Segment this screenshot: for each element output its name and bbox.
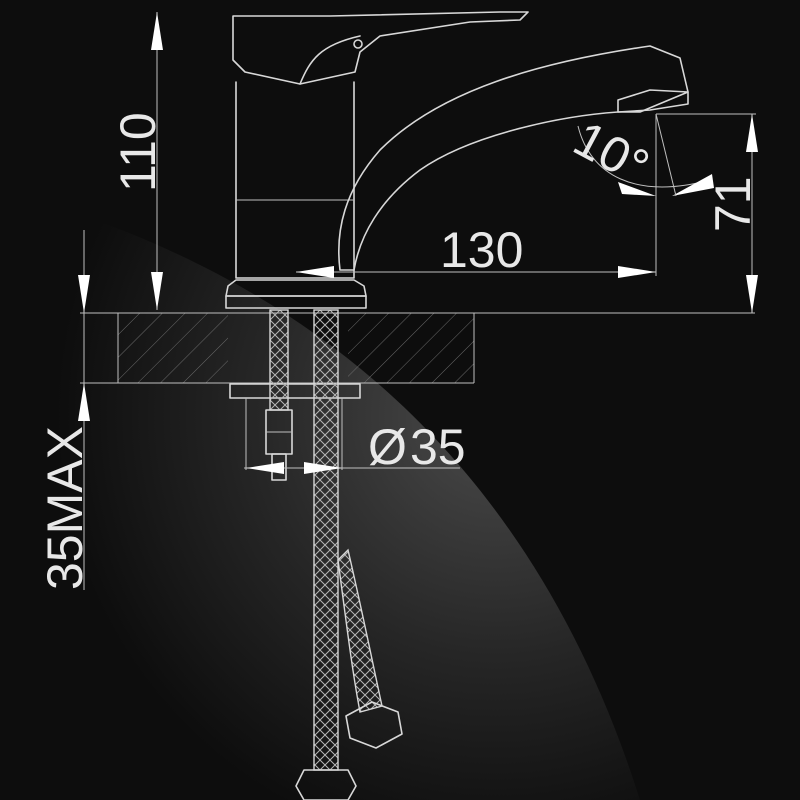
mounting-plate bbox=[229, 383, 361, 399]
angle-ray bbox=[655, 113, 677, 197]
aerator bbox=[617, 89, 689, 113]
dim-130-arrow-left bbox=[296, 266, 334, 278]
lever-handle-detail bbox=[299, 35, 361, 85]
dim-35max-arrow-bottom bbox=[78, 383, 90, 421]
dim-110-arrow-top bbox=[151, 12, 163, 50]
dia-symbol: Ø bbox=[368, 419, 407, 475]
lever-handle bbox=[232, 11, 529, 85]
worktop-hatch-right bbox=[348, 313, 474, 383]
body-column bbox=[235, 81, 355, 279]
under-counter-fittings bbox=[229, 309, 403, 800]
hose-nut-bottom bbox=[295, 769, 357, 800]
dimension-reach bbox=[296, 114, 657, 278]
base-flange bbox=[225, 295, 367, 309]
angle-arc bbox=[577, 125, 711, 188]
mounting-stud bbox=[269, 309, 289, 411]
dim-71-arrow-bottom bbox=[746, 275, 758, 313]
dim-35max-arrow-top bbox=[78, 275, 90, 313]
dim-130-arrow-right bbox=[618, 266, 656, 278]
dim-110-label: 110 bbox=[110, 112, 166, 192]
worktop-hatch-left bbox=[118, 313, 228, 383]
supply-hose-main bbox=[313, 309, 339, 771]
dim-130-label: 130 bbox=[440, 222, 523, 278]
lever-screw bbox=[353, 39, 363, 49]
hose-nut-right bbox=[345, 701, 403, 749]
dia-arrow-left bbox=[246, 462, 284, 474]
dimension-spout-height bbox=[656, 113, 758, 313]
dimension-diameter bbox=[244, 398, 460, 474]
dimension-height bbox=[151, 12, 163, 310]
angle-arrow-right bbox=[672, 174, 714, 196]
dia-label: 35 bbox=[410, 419, 466, 475]
dim-71-arrow-top bbox=[746, 114, 758, 152]
dimension-angle bbox=[577, 113, 714, 197]
dia-arrow-right bbox=[304, 462, 342, 474]
dimension-worktop bbox=[78, 230, 90, 590]
dim-35max-label: 35MAX bbox=[37, 426, 93, 590]
angle-arrow-left bbox=[618, 182, 656, 196]
dim-110-arrow-bottom bbox=[151, 272, 163, 310]
dim-71-label: 71 bbox=[705, 176, 761, 232]
spout bbox=[337, 45, 689, 271]
faucet-body bbox=[225, 11, 689, 309]
